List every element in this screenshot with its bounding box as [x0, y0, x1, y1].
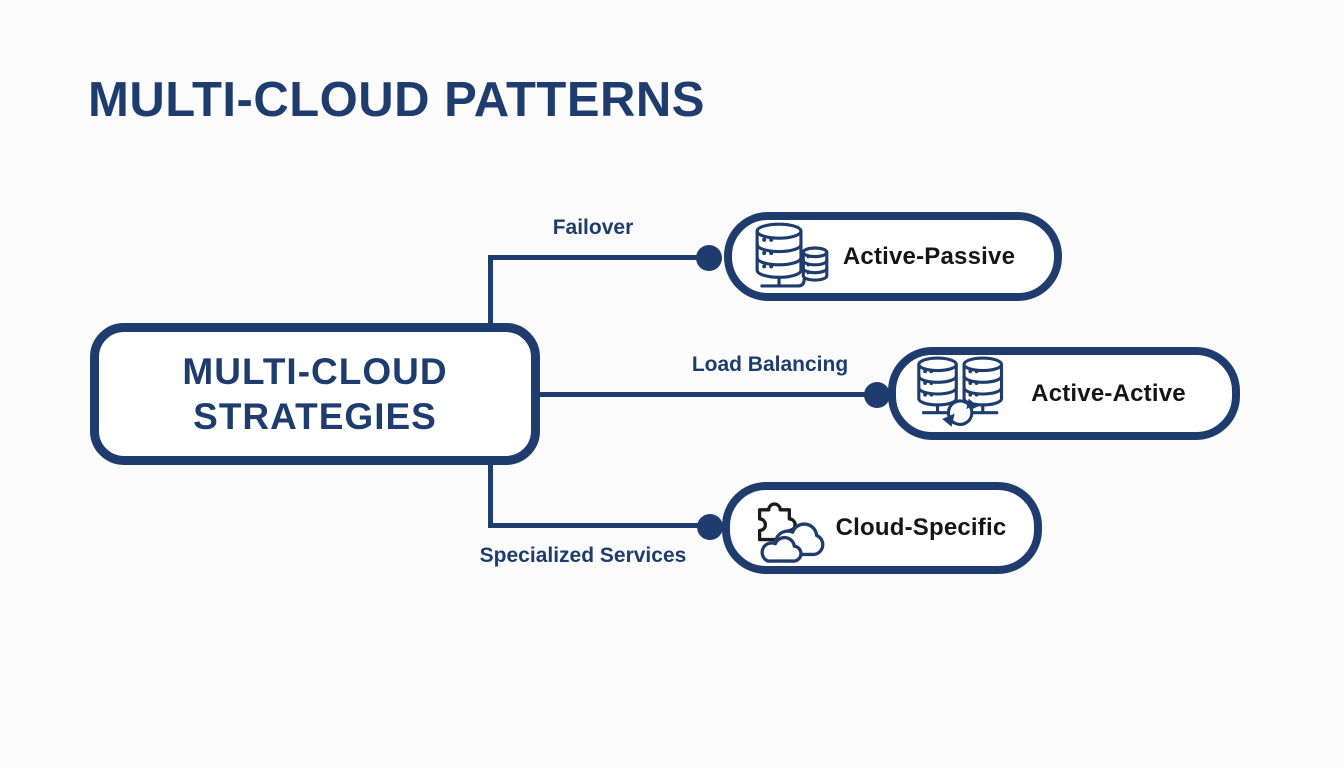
node-active-passive: Active-Passive: [724, 212, 1062, 301]
edge-failover-horizontal-line: [488, 255, 703, 260]
edge-failover-vertical-line: [488, 257, 493, 325]
node-label-active-passive: Active-Passive: [842, 242, 1016, 270]
root-node-label-line1: MULTI-CLOUD: [182, 350, 448, 392]
synced-databases-icon: [914, 355, 1011, 433]
edge-specialized-horizontal-line: [488, 523, 700, 528]
node-active-active: Active-Active: [888, 347, 1240, 440]
edge-label-failover: Failover: [552, 216, 634, 239]
node-label-cloud-specific: Cloud-Specific: [835, 514, 1007, 541]
edge-specialized-vertical-line: [488, 462, 493, 528]
node-multi-cloud-strategies: MULTI-CLOUD STRATEGIES: [90, 323, 540, 465]
connector-dot-failover: [696, 245, 722, 271]
node-cloud-specific: Cloud-Specific: [722, 482, 1042, 574]
connector-dot-specialized-services: [697, 514, 723, 540]
edge-label-specialized-services: Specialized Services: [479, 544, 687, 567]
edge-load-balancing-line: [538, 392, 868, 397]
puzzle-cloud-icon: [748, 490, 834, 566]
edge-label-load-balancing: Load Balancing: [691, 353, 849, 376]
page-title: MULTI-CLOUD PATTERNS: [88, 73, 705, 127]
node-label-active-active: Active-Active: [1031, 379, 1186, 407]
primary-secondary-servers-icon: [750, 221, 830, 293]
root-node-label-line2: STRATEGIES: [193, 396, 437, 437]
connector-dot-load-balancing: [864, 382, 890, 408]
